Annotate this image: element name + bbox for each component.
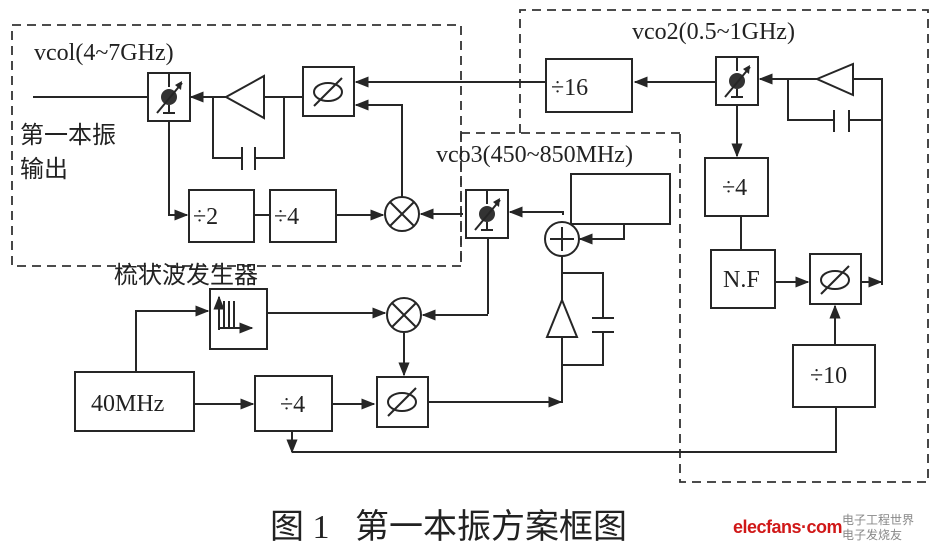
output-label-line2: 输出 bbox=[20, 156, 68, 183]
watermark-logo: elecfans·com bbox=[733, 517, 843, 537]
output-label-line1: 第一本振 bbox=[20, 122, 116, 149]
notch-filter-label: N.F bbox=[723, 267, 760, 293]
reference-mixer bbox=[386, 297, 422, 333]
reference-divide-by-4-label: ÷4 bbox=[280, 392, 305, 418]
vco2-label: vco2(0.5~1GHz) bbox=[632, 19, 795, 45]
divide-by-10-label: ÷10 bbox=[810, 363, 847, 389]
divide-by-2-label: ÷2 bbox=[193, 204, 218, 230]
comb-generator-label: 梳状波发生器 bbox=[114, 262, 258, 289]
reference-oscillator-block bbox=[74, 371, 195, 432]
vco3-group-boundary bbox=[460, 132, 680, 266]
vco3-label: vco3(450~850MHz) bbox=[436, 142, 633, 168]
divide-by-10-block bbox=[792, 344, 876, 408]
watermark-tag: 电子工程世界 bbox=[842, 513, 915, 527]
watermark-secondary: 电子工程世界 电子发烧友 bbox=[842, 513, 927, 547]
vco3-unlabeled-block bbox=[570, 173, 671, 225]
reference-oscillator-label: 40MHz bbox=[91, 391, 164, 417]
figure-caption: 图 1 第一本振方案框图 bbox=[270, 508, 627, 546]
vco3-loop-amplifier bbox=[545, 297, 579, 338]
vco1-divide-by-4-label: ÷4 bbox=[274, 204, 299, 230]
vco2-group-boundary bbox=[519, 9, 929, 483]
divide-by-16-label: ÷16 bbox=[551, 75, 588, 101]
vco1-loop-amplifier bbox=[223, 74, 265, 120]
watermark-secondary-text: 电子发烧友 bbox=[842, 528, 903, 542]
vco1-label: vcol(4~7GHz) bbox=[34, 40, 174, 66]
divide-by-16-block bbox=[545, 58, 633, 113]
vco1-oscillator bbox=[147, 72, 191, 122]
vco2-divide-by-4-label: ÷4 bbox=[722, 175, 747, 201]
vco1-mixer bbox=[384, 196, 420, 232]
vco2-loop-amplifier bbox=[814, 62, 854, 97]
vco2-oscillator bbox=[715, 56, 759, 106]
vco3-oscillator bbox=[465, 189, 509, 239]
vco2-divide-by-4-block bbox=[704, 157, 769, 217]
notch-filter-block bbox=[710, 249, 776, 309]
